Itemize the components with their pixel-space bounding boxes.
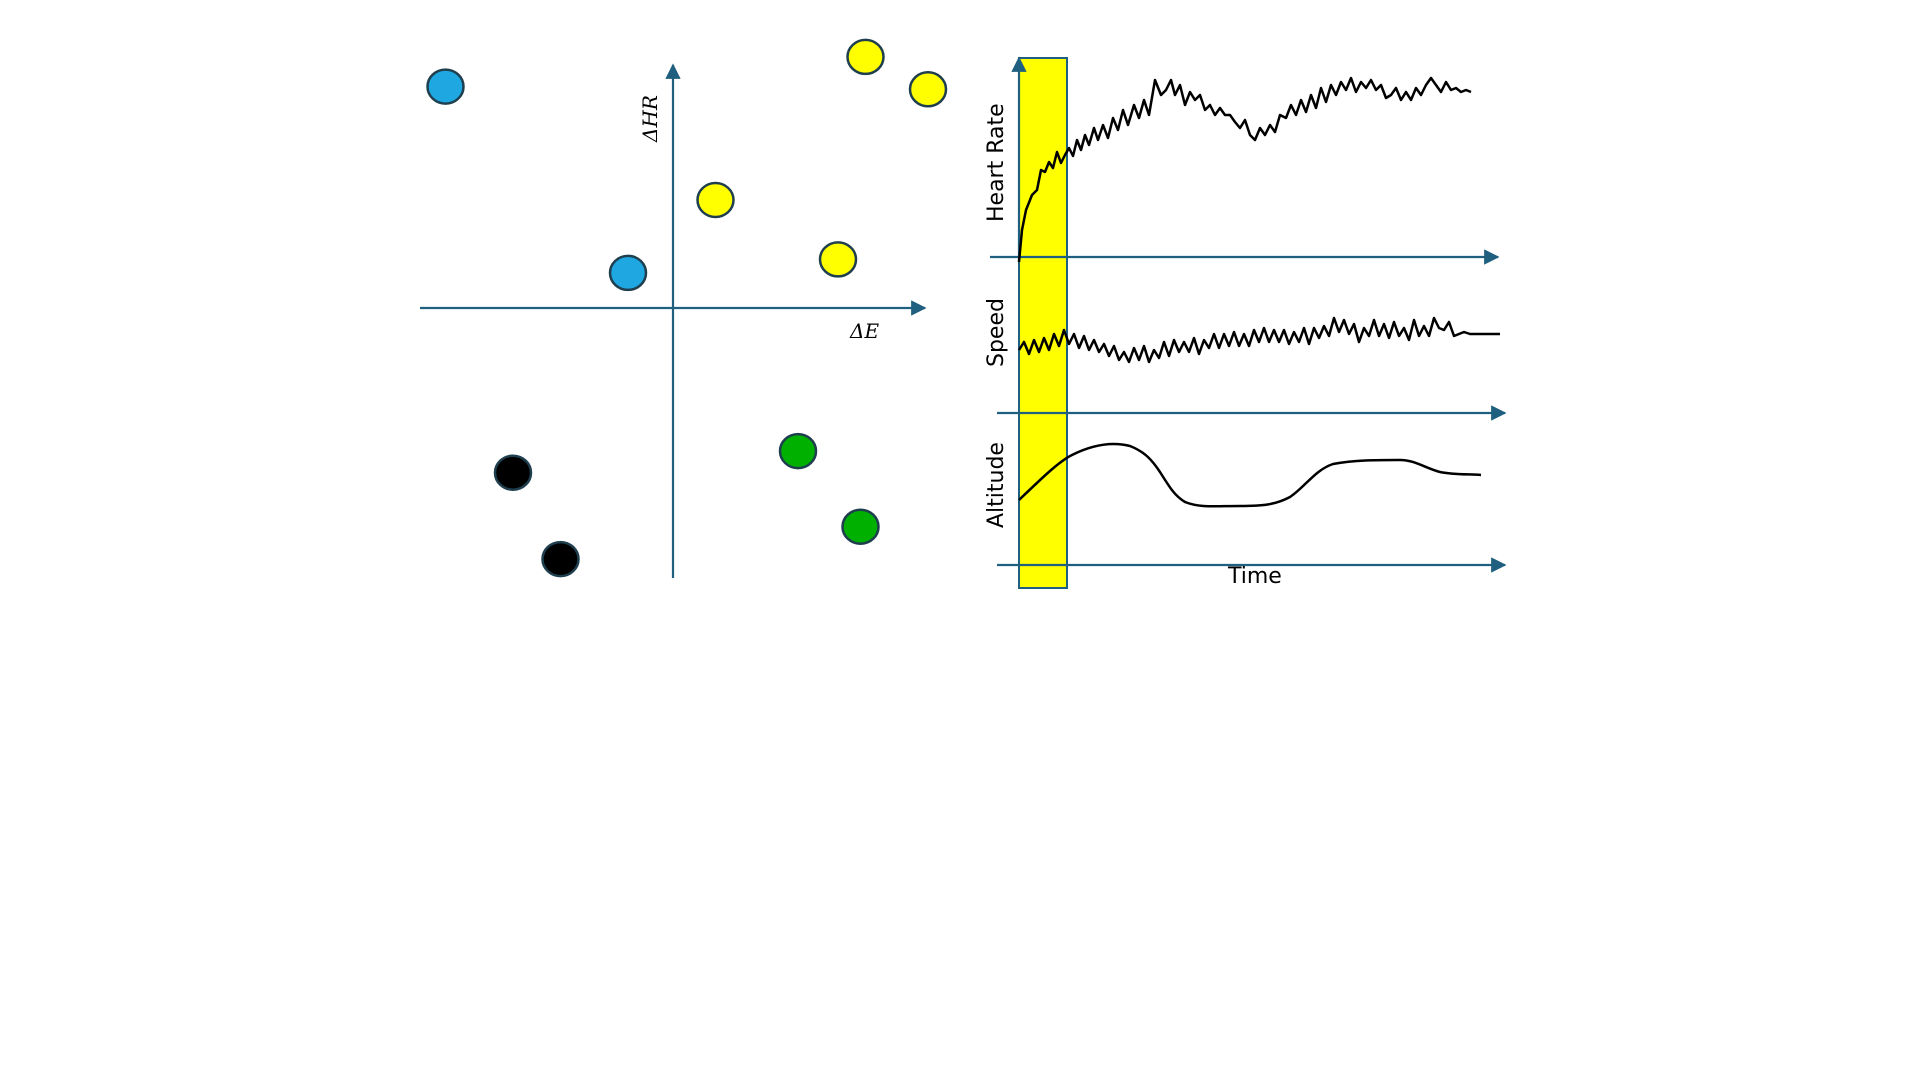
scatter-point-yellow bbox=[908, 71, 948, 108]
scatter-diagram: ΔE ΔHR bbox=[420, 38, 948, 578]
heart-rate-trace bbox=[1017, 76, 1472, 263]
time-label: Time bbox=[1227, 564, 1282, 589]
scatter-point-green bbox=[841, 508, 880, 545]
scatter-point-black bbox=[541, 540, 580, 578]
scatter-point-blue bbox=[608, 254, 648, 292]
scatter-point-blue bbox=[426, 68, 465, 105]
scatter-point-black bbox=[493, 454, 533, 491]
altitude-trace bbox=[1018, 442, 1482, 508]
scatter-x-label: ΔE bbox=[849, 319, 879, 343]
scatter-points bbox=[426, 38, 948, 578]
speed-trace bbox=[1017, 316, 1500, 364]
scatter-point-green bbox=[778, 432, 818, 470]
scatter-point-yellow bbox=[846, 38, 885, 76]
heart-rate-label: Heart Rate bbox=[984, 103, 1009, 222]
scatter-y-label: ΔHR bbox=[638, 95, 662, 143]
scatter-point-yellow bbox=[696, 181, 735, 219]
altitude-label: Altitude bbox=[984, 442, 1009, 528]
timeseries-diagram: Heart Rate Speed Altitude Time bbox=[984, 56, 1507, 589]
scatter-point-yellow bbox=[818, 241, 858, 278]
highlight-window bbox=[1018, 57, 1068, 589]
speed-label: Speed bbox=[984, 298, 1009, 367]
